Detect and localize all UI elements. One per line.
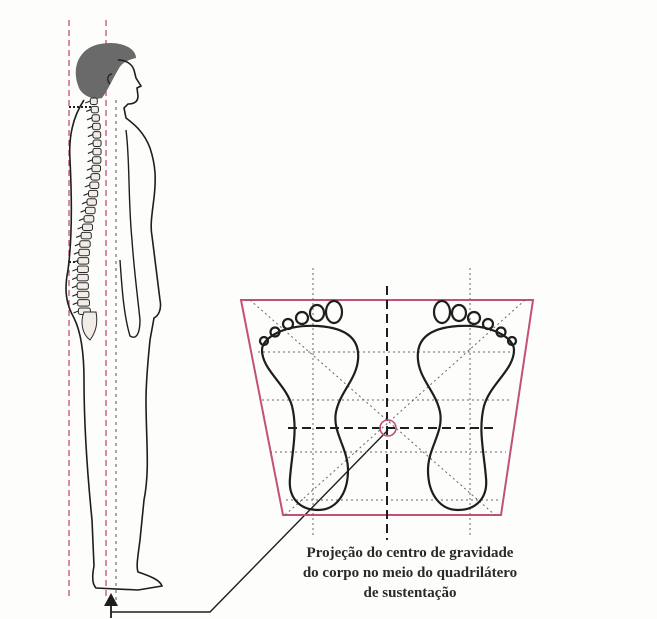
vertebra — [83, 224, 93, 231]
spinous-process — [72, 294, 77, 296]
vertebra — [93, 148, 101, 155]
vertebra — [77, 291, 89, 298]
spinous-process — [85, 101, 90, 103]
spinous-process — [75, 244, 80, 246]
caption-line-2: do corpo no meio do quadrilátero — [250, 563, 570, 583]
hair-shape — [76, 43, 136, 99]
spinous-process — [84, 193, 89, 195]
vertebra — [93, 123, 101, 130]
vertebra — [78, 258, 89, 265]
person-figure — [66, 43, 162, 590]
vertebra — [77, 274, 88, 281]
vertebra — [93, 132, 101, 139]
spinous-process — [86, 177, 91, 179]
vertebra — [90, 98, 97, 105]
spinous-process — [72, 277, 77, 279]
vertebra — [84, 216, 94, 223]
vertebra — [87, 199, 96, 206]
vertebra — [90, 182, 99, 189]
vertebra — [93, 157, 101, 164]
spinous-process — [76, 235, 81, 237]
spinous-process — [85, 185, 90, 187]
spinous-process — [81, 210, 86, 212]
spinous-process — [72, 269, 77, 271]
caption-line-1: Projeção do centro de gravidade — [250, 543, 570, 563]
vertebra — [92, 115, 99, 122]
support-quadrilateral — [241, 268, 533, 540]
spinous-process — [86, 109, 91, 111]
footprint-left — [260, 301, 358, 510]
vertebra — [91, 106, 98, 113]
spinous-process — [87, 168, 92, 170]
caption-line-3: de sustentação — [250, 583, 570, 603]
spinous-process — [87, 118, 92, 120]
spinous-process — [78, 227, 83, 229]
spinous-process — [79, 219, 84, 221]
spinous-process — [73, 303, 78, 305]
spinous-process — [88, 135, 93, 137]
vertebra — [80, 241, 90, 248]
sacrum — [82, 312, 97, 340]
vertebra — [79, 249, 90, 256]
spinous-process — [88, 160, 93, 162]
caption-text: Projeção do centro de gravidade do corpo… — [250, 543, 570, 603]
vertebra — [77, 266, 88, 273]
spinous-process — [82, 202, 87, 204]
vertebra — [89, 190, 98, 197]
spinous-process — [73, 311, 78, 313]
spinous-process — [72, 286, 77, 288]
body-outline — [66, 60, 162, 590]
vertebra — [78, 300, 90, 307]
spinous-process — [88, 143, 93, 145]
arm-outline — [120, 130, 140, 337]
spinous-process — [74, 252, 79, 254]
vertebra — [92, 165, 101, 172]
vertebra — [77, 283, 88, 290]
vertebra — [81, 232, 91, 239]
vertebra — [91, 174, 100, 181]
spinous-process — [88, 126, 93, 128]
vertebra — [86, 207, 96, 214]
spine-column — [72, 98, 101, 340]
vertebra — [93, 140, 101, 147]
footprint-right — [418, 301, 516, 510]
spinous-process — [88, 151, 93, 153]
